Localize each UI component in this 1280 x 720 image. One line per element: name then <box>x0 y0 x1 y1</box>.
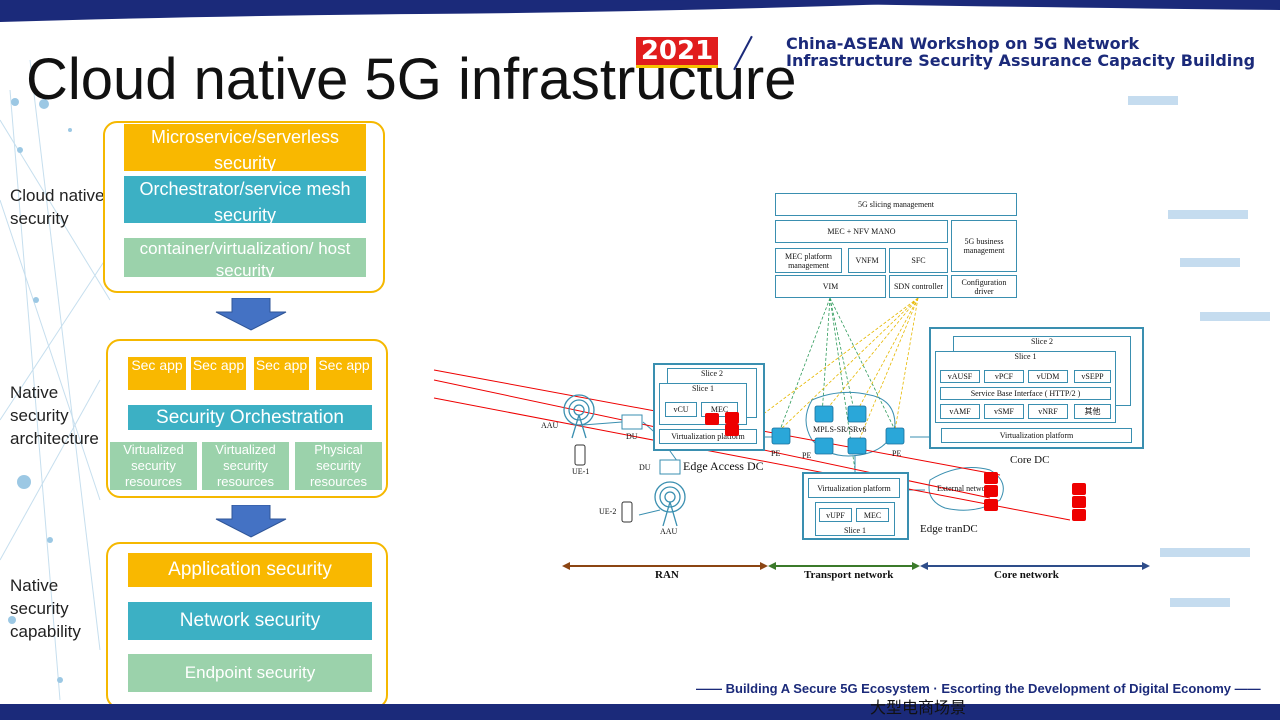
other-nf-box: 其他 <box>1074 404 1111 419</box>
red-marker <box>1072 496 1086 508</box>
native-security-capability-label: Native security capability <box>10 576 81 641</box>
vupf-box: vUPF <box>819 508 852 522</box>
sec-app-3: Sec app <box>254 357 309 390</box>
ue1-label: UE-1 <box>572 467 590 476</box>
vim-box: VIM <box>775 275 886 298</box>
mec-nfv-mano-box: MEC + NFV MANO <box>775 220 948 243</box>
physical-resources: Physical security resources <box>295 442 382 490</box>
network-security-bar: Network security <box>128 602 372 640</box>
edge-tran-dc-label: Edge tranDC <box>920 523 978 535</box>
red-marker <box>984 499 998 511</box>
vnrf-box: vNRF <box>1028 404 1068 419</box>
du-label-top: DU <box>626 432 638 441</box>
mpls-label: MPLS-SR/SRv6 <box>813 425 867 434</box>
endpoint-security-bar: Endpoint security <box>128 654 372 692</box>
ran-label: RAN <box>655 569 679 581</box>
native-security-architecture-label: Native security architecture <box>10 383 99 448</box>
tran-mec-box: MEC <box>856 508 889 522</box>
virtualized-resources-1: Virtualized security resources <box>110 442 197 490</box>
vausf-box: vAUSF <box>940 370 980 383</box>
business-management-box: 5G business management <box>951 220 1017 272</box>
edge-slice2-label: Slice 2 <box>701 369 723 378</box>
red-marker <box>705 413 719 425</box>
vcu-box: vCU <box>665 402 697 417</box>
sdn-controller-box: SDN controller <box>889 275 948 298</box>
red-marker <box>725 412 739 424</box>
down-arrow-1 <box>215 298 287 331</box>
edge-access-dc-label: Edge Access DC <box>683 459 764 473</box>
tran-slice1-label: Slice 1 <box>844 526 866 535</box>
edge-slice1-label: Slice 1 <box>692 384 714 393</box>
vsepp-box: vSEPP <box>1074 370 1111 383</box>
application-security-bar: Application security <box>128 553 372 587</box>
pe-label-3: PE <box>892 449 902 458</box>
configuration-driver-box: Configuration driver <box>951 275 1017 298</box>
security-orchestration-bar: Security Orchestration <box>128 405 372 430</box>
aau-label-top: AAU <box>541 421 559 430</box>
sec-app-2: Sec app <box>191 357 246 390</box>
vsmf-box: vSMF <box>984 404 1024 419</box>
orchestrator-security-bar: Orchestrator/service mesh security <box>124 176 366 223</box>
virtualized-resources-2: Virtualized security resources <box>202 442 289 490</box>
edge-virtualization-platform-box: Virtualization platform <box>659 429 757 444</box>
core-network-label: Core network <box>994 569 1059 581</box>
footer-tagline: —— Building A Secure 5G Ecosystem · Esco… <box>696 681 1261 696</box>
service-base-interface-box: Service Base Interface ( HTTP/2 ) <box>940 387 1111 400</box>
mec-platform-management-box: MEC platform management <box>775 248 842 273</box>
vudm-box: vUDM <box>1028 370 1068 383</box>
du-label-bottom: DU <box>639 463 651 472</box>
vnfm-box: VNFM <box>848 248 886 273</box>
sfc-box: SFC <box>889 248 948 273</box>
red-marker <box>1072 483 1086 495</box>
core-slice2-label: Slice 2 <box>1031 337 1053 346</box>
sec-app-4: Sec app <box>316 357 372 390</box>
down-arrow-2 <box>215 505 287 538</box>
container-security-bar: container/virtualization/ host security <box>124 238 366 277</box>
bottom-band <box>0 704 1280 720</box>
red-marker <box>984 472 998 484</box>
transport-network-label: Transport network <box>804 569 894 581</box>
red-marker <box>1072 509 1086 521</box>
ue2-label: UE-2 <box>599 507 617 516</box>
sec-app-1: Sec app <box>128 357 186 390</box>
pe-label-1: PE <box>771 449 781 458</box>
pe-label-2: PE <box>802 451 812 460</box>
tran-virtualization-platform-box: Virtualization platform <box>808 478 900 498</box>
workshop-title-line2: Infrastructure Security Assurance Capaci… <box>786 51 1256 70</box>
microservice-security-bar: Microservice/serverless security <box>124 124 366 171</box>
red-marker <box>725 424 739 436</box>
bottom-caption: 大型电商场景 <box>870 700 967 717</box>
core-virtualization-platform-box: Virtualization platform <box>941 428 1132 443</box>
vpcf-box: vPCF <box>984 370 1024 383</box>
core-slice1-label: Slice 1 <box>1014 352 1037 361</box>
year-badge: 2021 <box>636 37 718 68</box>
cloud-native-security-label: Cloud native security <box>10 186 105 228</box>
workshop-title-line1: China-ASEAN Workshop on 5G Network <box>786 34 1140 53</box>
aau-label-bottom: AAU <box>660 527 678 536</box>
core-dc-label: Core DC <box>1010 454 1050 466</box>
red-marker <box>984 485 998 497</box>
vamf-box: vAMF <box>940 404 980 419</box>
external-network-label: External network <box>937 484 993 493</box>
slicing-management-box: 5G slicing management <box>775 193 1017 216</box>
